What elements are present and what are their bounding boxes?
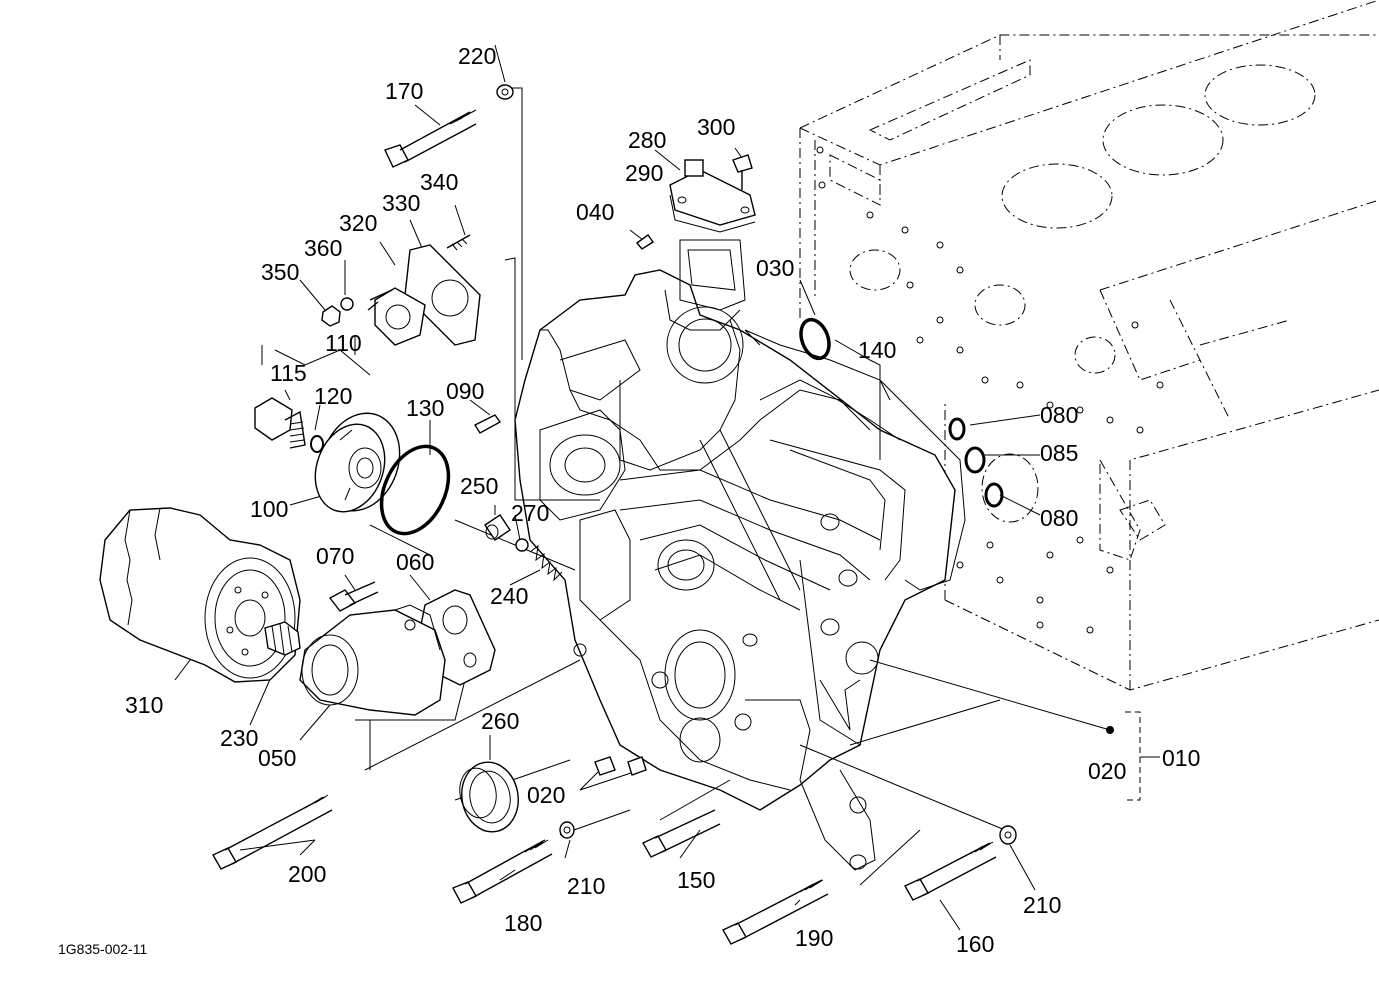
screw-300 (732, 154, 753, 190)
bolt-070 (328, 581, 379, 612)
label-200: 200 (288, 861, 326, 887)
washer-210-left (559, 821, 575, 839)
label-040: 040 (576, 199, 614, 225)
label-085: 085 (1040, 440, 1078, 466)
nut-350 (321, 305, 341, 327)
bolt-200 (212, 794, 333, 870)
housing-050 (299, 604, 446, 716)
oring-120 (310, 435, 324, 453)
bolt-170 (384, 109, 477, 168)
pin-090 (473, 414, 502, 434)
gear-case (514, 239, 956, 871)
label-140: 140 (858, 337, 896, 363)
label-270: 270 (511, 500, 549, 526)
label-350: 350 (261, 259, 299, 285)
label-290: 290 (625, 160, 663, 186)
ball-270 (515, 538, 529, 552)
oring-080-upper (948, 417, 966, 441)
bolt-150 (642, 809, 721, 858)
label-180: 180 (504, 910, 542, 936)
plug-115 (254, 397, 306, 449)
washer-210-right (999, 825, 1017, 845)
label-110: 110 (325, 330, 362, 356)
label-210-right: 210 (1023, 892, 1061, 918)
label-260: 260 (481, 708, 519, 734)
label-310: 310 (125, 692, 163, 718)
spring-240 (529, 544, 563, 582)
label-320: 320 (339, 210, 377, 236)
bolt-190 (722, 879, 829, 945)
label-020-bracket: 020 (1088, 758, 1126, 784)
label-160: 160 (956, 931, 994, 957)
label-090: 090 (446, 378, 484, 404)
leader-lines (174, 44, 1111, 931)
label-330: 330 (382, 190, 420, 216)
stud-340 (446, 234, 471, 251)
plunger-250 (484, 514, 511, 541)
label-115: 115 (270, 360, 307, 386)
label-250: 250 (460, 473, 498, 499)
label-060: 060 (396, 549, 434, 575)
label-360: 360 (304, 235, 342, 261)
oring-085 (964, 446, 986, 474)
drawing-code: 1G835-002-11 (58, 941, 147, 957)
label-300: 300 (697, 114, 735, 140)
label-100: 100 (250, 496, 288, 522)
oring-080-lower (984, 482, 1004, 508)
engine-block (799, 0, 1379, 691)
callout-labels: 220 170 280 300 290 340 330 320 040 360 … (58, 43, 1200, 957)
label-190: 190 (795, 925, 833, 951)
filter-head-100 (314, 412, 401, 513)
nipple-230 (264, 621, 301, 656)
label-030: 030 (756, 255, 794, 281)
pin-040 (635, 234, 654, 250)
label-150: 150 (677, 867, 715, 893)
label-240: 240 (490, 583, 528, 609)
label-220: 220 (458, 43, 496, 69)
label-280: 280 (628, 127, 666, 153)
washer-360 (340, 297, 354, 311)
bracket-010 (1106, 711, 1160, 801)
bolt-180 (452, 839, 553, 904)
label-170: 170 (385, 78, 423, 104)
label-080-upper: 080 (1040, 402, 1078, 428)
label-010: 010 (1162, 745, 1200, 771)
label-130: 130 (406, 395, 444, 421)
oil-seal-260 (459, 761, 519, 833)
washer-220 (496, 84, 514, 100)
label-020-pins: 020 (527, 782, 565, 808)
label-120: 120 (314, 383, 352, 409)
pins-020 (594, 756, 647, 776)
oring-030 (799, 317, 831, 361)
cover-280 (669, 159, 756, 233)
label-080-lower: 080 (1040, 505, 1078, 531)
label-070: 070 (316, 543, 354, 569)
label-210-left: 210 (567, 873, 605, 899)
bolt-160 (904, 841, 997, 901)
ring-130 (379, 444, 451, 536)
gasket-140 (744, 329, 966, 591)
label-340: 340 (420, 169, 458, 195)
oil-filter-310 (99, 507, 301, 683)
label-230: 230 (220, 725, 258, 751)
solenoid-320 (367, 244, 481, 346)
label-050: 050 (258, 745, 296, 771)
